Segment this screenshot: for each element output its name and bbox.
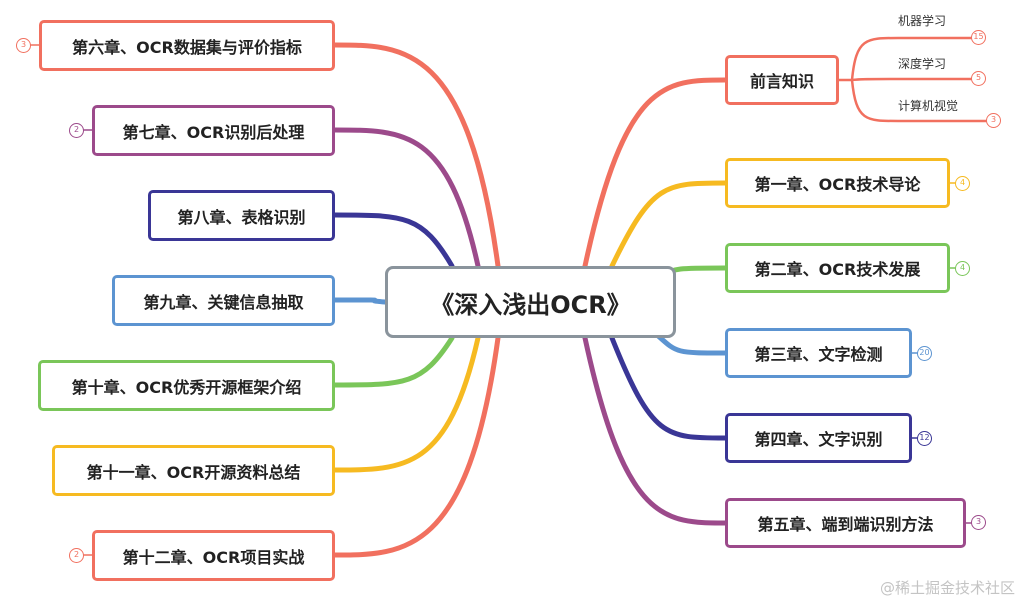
branch-chapter-9[interactable]: 第九章、关键信息抽取 bbox=[112, 275, 335, 326]
branch-chapter-12[interactable]: 第十二章、OCR项目实战 bbox=[92, 530, 335, 581]
branch-count-badge[interactable]: 3 bbox=[971, 515, 986, 530]
subtopic-count-badge[interactable]: 3 bbox=[986, 113, 1001, 128]
branch-chapter-7[interactable]: 第七章、OCR识别后处理 bbox=[92, 105, 335, 156]
connector-left bbox=[332, 335, 501, 558]
branch-count-badge[interactable]: 2 bbox=[69, 123, 84, 138]
connector-right bbox=[609, 335, 728, 441]
branch-chapter-2[interactable]: 第二章、OCR技术发展 bbox=[725, 243, 950, 293]
connector-left bbox=[332, 212, 455, 269]
branch-count-badge[interactable]: 3 bbox=[16, 38, 31, 53]
branch-chapter-8[interactable]: 第八章、表格识别 bbox=[148, 190, 335, 241]
watermark: @稀土掘金技术社区 bbox=[879, 579, 1015, 597]
connector-left bbox=[332, 335, 481, 473]
subtopic-computer-vision[interactable]: 计算机视觉 bbox=[898, 99, 959, 113]
subtopic-machine-learning[interactable]: 机器学习 bbox=[898, 14, 947, 28]
connector-left bbox=[332, 297, 388, 305]
connector-sub bbox=[850, 36, 973, 82]
connector-right bbox=[609, 180, 728, 269]
branch-chapter-1[interactable]: 第一章、OCR技术导论 bbox=[725, 158, 950, 208]
subtopic-count-badge[interactable]: 5 bbox=[971, 71, 986, 86]
branch-count-badge[interactable]: 2 bbox=[69, 548, 84, 563]
subtopic-count-badge[interactable]: 15 bbox=[971, 30, 986, 45]
connector-right bbox=[582, 77, 728, 269]
root-node[interactable]: 《深入浅出OCR》 bbox=[385, 266, 676, 338]
branch-count-badge[interactable]: 4 bbox=[955, 261, 970, 276]
connector-right bbox=[582, 335, 728, 526]
connector-left bbox=[332, 335, 455, 388]
branch-chapter-3[interactable]: 第三章、文字检测 bbox=[725, 328, 912, 378]
connector-left bbox=[332, 42, 501, 269]
branch-count-badge[interactable]: 12 bbox=[917, 431, 932, 446]
branch-count-badge[interactable]: 20 bbox=[917, 346, 932, 361]
branch-chapter-10[interactable]: 第十章、OCR优秀开源框架介绍 bbox=[38, 360, 335, 411]
branch-chapter-11[interactable]: 第十一章、OCR开源资料总结 bbox=[52, 445, 335, 496]
branch-chapter-5[interactable]: 第五章、端到端识别方法 bbox=[725, 498, 966, 548]
connector-left bbox=[332, 127, 481, 269]
branch-chapter-4[interactable]: 第四章、文字识别 bbox=[725, 413, 912, 463]
branch-chapter-6[interactable]: 第六章、OCR数据集与评价指标 bbox=[39, 20, 335, 71]
branch-preface[interactable]: 前言知识 bbox=[725, 55, 839, 105]
connector-sub bbox=[850, 77, 973, 82]
subtopic-deep-learning[interactable]: 深度学习 bbox=[898, 57, 947, 71]
connector-sub bbox=[850, 78, 988, 123]
branch-count-badge[interactable]: 4 bbox=[955, 176, 970, 191]
